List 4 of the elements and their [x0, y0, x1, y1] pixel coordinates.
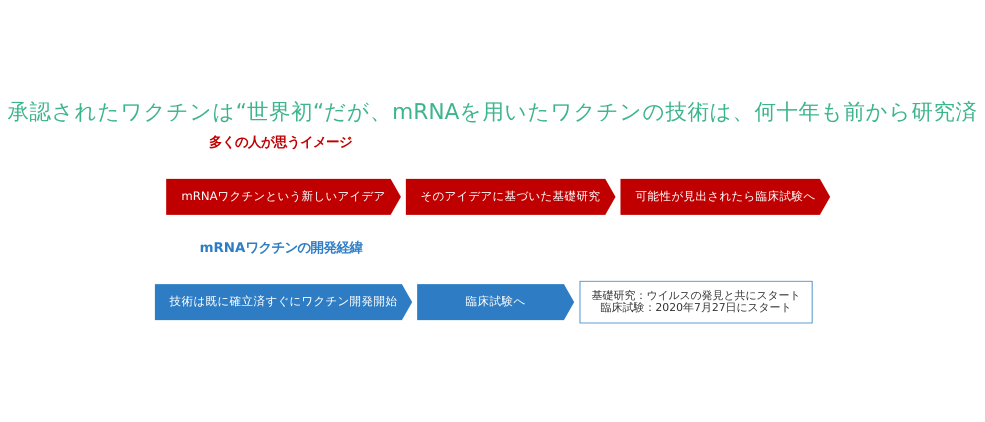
- node-box: 基礎研究：ウイルスの発見と共にスタート 臨床試験：2020年7月27日にスタート: [580, 280, 813, 323]
- label: 多くの人が思うイメージ: [208, 135, 352, 150]
- label: mRNAワクチンの開発経緯: [200, 240, 362, 256]
- diagram-title: 承認されたワクチンは“世界初“だが、mRNAを用いたワクチンの技術は、何十年も前から研究済: [8, 100, 978, 125]
